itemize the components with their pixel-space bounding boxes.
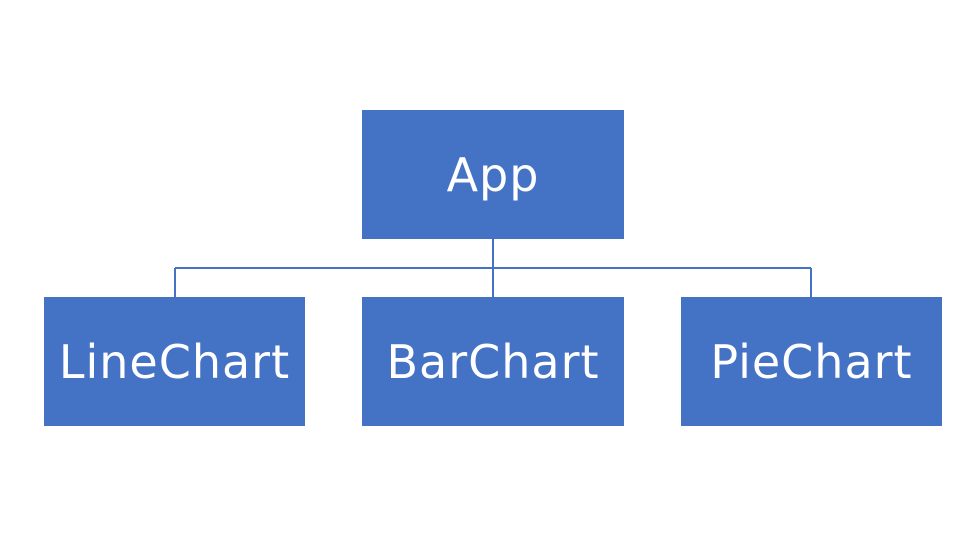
node-piechart: PieChart — [681, 297, 942, 426]
node-linechart-label: LineChart — [58, 334, 291, 389]
node-app: App — [362, 110, 624, 239]
node-linechart: LineChart — [44, 297, 305, 426]
node-app-label: App — [446, 147, 540, 202]
node-barchart: BarChart — [362, 297, 624, 426]
node-piechart-label: PieChart — [710, 334, 913, 389]
node-barchart-label: BarChart — [386, 334, 600, 389]
